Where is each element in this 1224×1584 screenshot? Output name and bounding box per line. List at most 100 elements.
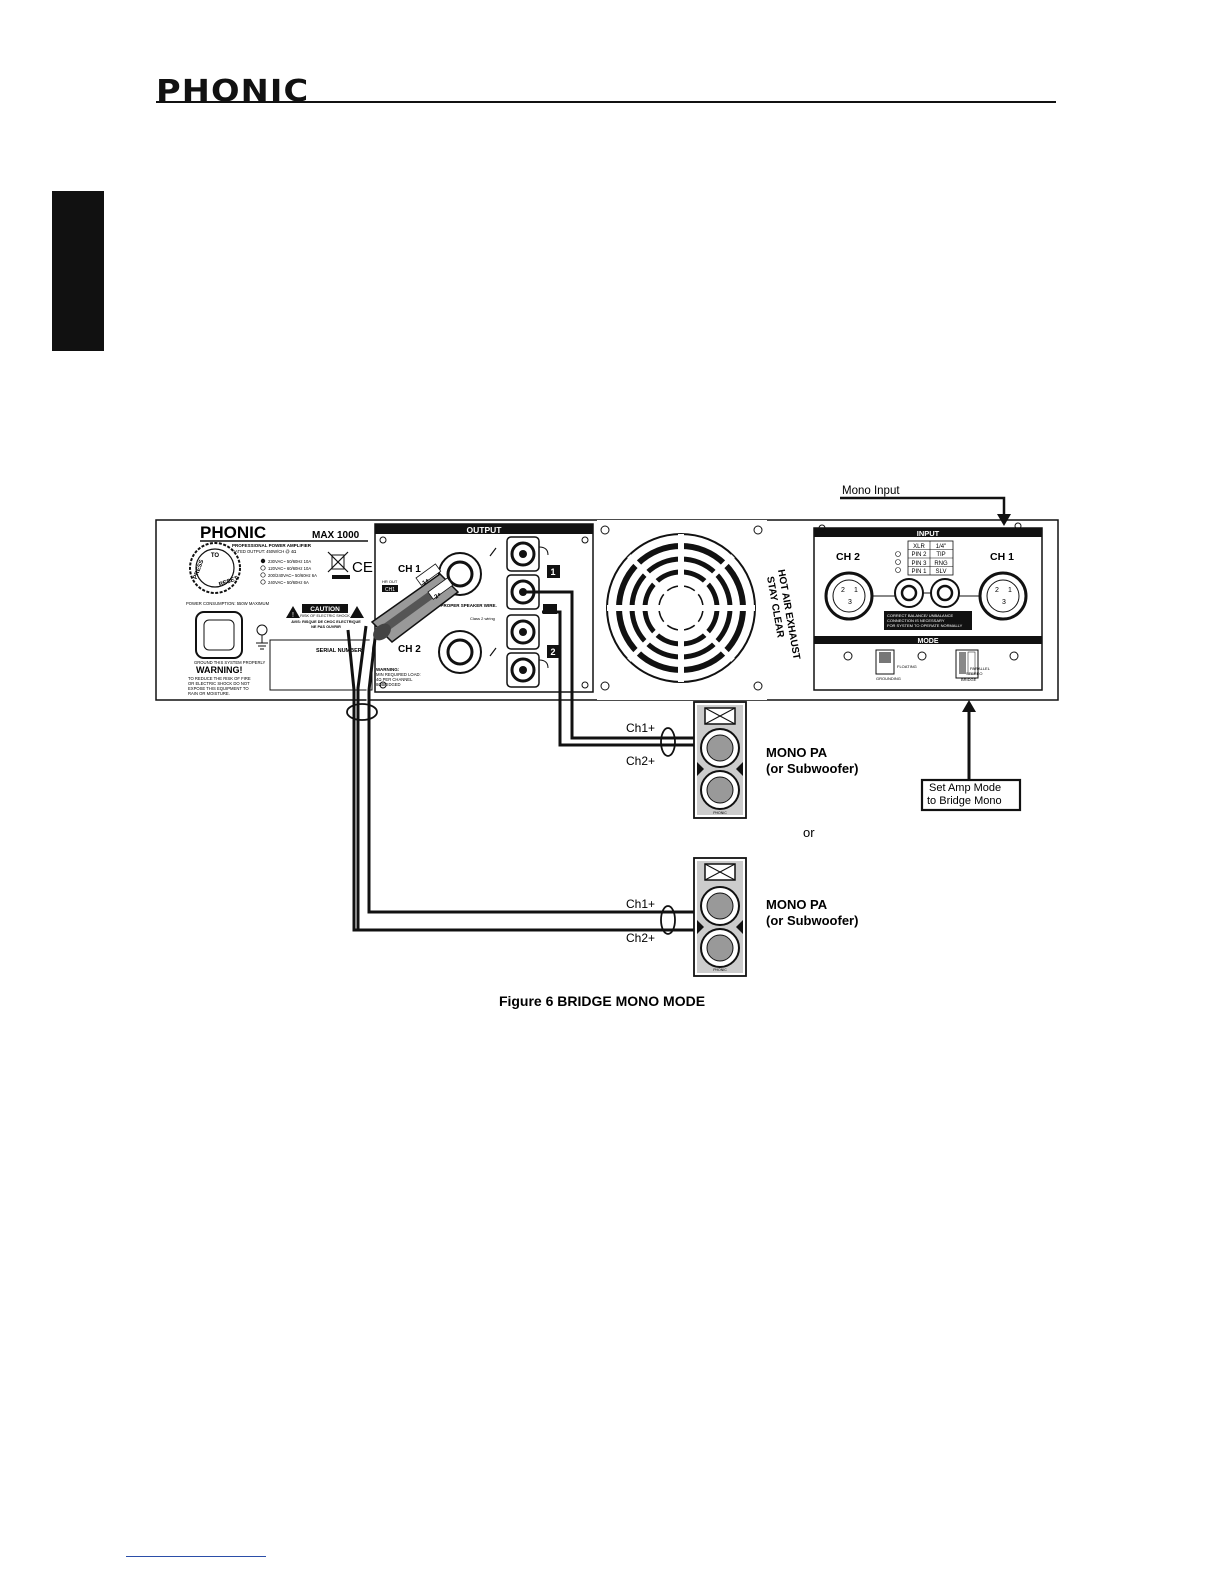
amp-mode-switch[interactable] (955, 649, 979, 679)
svg-text:!: ! (292, 612, 294, 619)
input-ch1-label: CH 1 (990, 551, 1014, 563)
voltage-item: 240VAC~ 50/60Hz 6A (268, 580, 309, 585)
pin-table-cell: XLR (913, 544, 925, 550)
xlr-pin-label: 2 (995, 587, 999, 594)
post-group-1-label: 1 (550, 567, 555, 577)
mono-input-arrow (840, 496, 1006, 520)
ground-note: GROUND THIS SYSTEM PROPERLY (194, 660, 265, 665)
mode-stereo-label: STEREO (966, 671, 982, 676)
speakon-bridge-cable (346, 625, 696, 935)
binding-post-cable (523, 590, 696, 757)
trs-input-ch1[interactable] (930, 578, 960, 608)
input-header: INPUT (917, 529, 940, 538)
pin-wiring-table: XLR 1/4" PIN 2 TIP PIN 3 RNG PIN 1 SLV (895, 540, 954, 576)
caution-sub2: AVIS: RISQUE DE CHOC ELECTRIQUE (291, 620, 361, 624)
mono-pa-speaker-top: PHONIC (693, 701, 747, 819)
voltage-item: 120VAC~ 60/60Hz 10A (268, 566, 311, 571)
speakon-plug: 1+ 2+ (370, 563, 460, 643)
pin-table-cell: PIN 3 (911, 561, 927, 567)
footer-link-rule (126, 1556, 266, 1557)
header-rule (156, 101, 1056, 103)
xlr-pin-label: 2 (841, 587, 845, 594)
caution-title: CAUTION (310, 606, 340, 613)
ground-lift-switch[interactable] (875, 649, 895, 675)
caution-label: ! CAUTION RISK OF ELECTRIC SHOCK AVIS: R… (286, 604, 364, 629)
header-brand-logo: PHONIC (156, 74, 310, 109)
cable-bundle-ring (346, 703, 378, 721)
mode-parallel-label: PARALLEL (970, 666, 991, 671)
amplifier-rear-panel: PHONIC MAX 1000 PROFESSIONAL POWER AMPLI… (155, 519, 1059, 701)
pin-table-cell: SLV (936, 569, 947, 575)
binding-post-ch2-pos[interactable] (506, 614, 540, 650)
mode-floating-label: FLOATING (897, 664, 917, 669)
cable-bundle-ring (660, 727, 676, 757)
ground-symbol-icon (256, 624, 268, 650)
warning-text-line: OR ELECTRIC SHOCK DO NOT (188, 681, 250, 686)
output-warning-title: WARNING: (376, 667, 400, 672)
hr-out-label: HR OUT (382, 579, 398, 584)
warning-title: WARNING! (196, 665, 243, 675)
xlr-pin-label: 1 (854, 587, 858, 594)
ch2-plus-label: Ch2+ (626, 754, 655, 768)
warning-text-line: EXPOSE THIS EQUIPMENT TO (188, 686, 249, 691)
binding-post-ch1-pos[interactable] (506, 536, 540, 572)
serial-number-label: SERIAL NUMBER (316, 648, 362, 654)
warning-text-line: TO REDUCE THE RISK OF FIRE (188, 676, 251, 681)
amp-brand: PHONIC (200, 523, 266, 542)
mode-bridge-label: BRIDGE (961, 677, 977, 682)
power-inlet-socket[interactable] (195, 611, 243, 659)
balance-note-line: FOR SYSTEM TO OPERATE NORMALLY (887, 623, 963, 628)
speakon-ch2-socket[interactable] (438, 630, 482, 674)
balance-note-line: CONNECTION IS NECESSARY (887, 618, 945, 623)
input-ch2-label: CH 2 (836, 551, 860, 563)
mode-header: MODE (918, 638, 939, 645)
ch1-plus-label: Ch1+ (626, 721, 655, 735)
caution-sub1: RISK OF ELECTRIC SHOCK (300, 614, 350, 618)
amp-subtitle: PROFESSIONAL POWER AMPLIFIER (232, 543, 312, 548)
caution-sub3: NE PAS OUVRIR (311, 625, 341, 629)
speaker-badge: PHONIC (713, 811, 727, 815)
mono-pa-subtitle: (or Subwoofer) (766, 761, 858, 776)
xlr-input-ch1[interactable]: 2 1 3 (978, 571, 1028, 621)
output-ch1-label: CH 1 (398, 564, 421, 575)
mode-grounding-label: GROUNDING (876, 676, 901, 681)
plug-label-2: 2+ (434, 591, 443, 600)
voltage-item: 200/240VAC~ 50/60Hz 6A (268, 573, 317, 578)
xlr-pin-label: 1 (1008, 587, 1012, 594)
output-ch2-label: CH 2 (398, 644, 421, 655)
trs-input-ch2[interactable] (894, 578, 924, 608)
weee-bin-icon (327, 551, 350, 579)
breaker-label-top: TO (211, 553, 220, 559)
figure-caption: Figure 6 BRIDGE MONO MODE (499, 993, 705, 1009)
speaker-badge: PHONIC (713, 968, 727, 972)
set-mode-line-1: Set Amp Mode (929, 782, 1001, 794)
xlr-pin-label: 3 (848, 599, 852, 606)
mono-pa-title: MONO PA (766, 897, 828, 912)
pin-table-cell: PIN 1 (911, 569, 927, 575)
pin-table-cell: 1/4" (936, 544, 946, 550)
ch2-plus-label: Ch2+ (626, 931, 655, 945)
set-mode-line-2: to Bridge Mono (927, 795, 1002, 807)
cable-bundle-ring (660, 905, 676, 935)
cooling-fan-grille (606, 533, 756, 683)
circuit-breaker-reset-button[interactable]: TO PRESS RESET (189, 542, 241, 594)
output-warning-line: 8ΩBRIDGED (376, 682, 401, 687)
mono-pa-speaker-bottom: PHONIC (693, 857, 747, 977)
or-label: or (803, 825, 815, 840)
output-warning-line: MIN REQUIRED LOAD: (376, 672, 421, 677)
ch1-plus-label: Ch1+ (626, 897, 655, 911)
set-mode-callout-box (920, 778, 1022, 812)
pin-table-cell: PIN 2 (911, 552, 927, 558)
pin-table-cell: TIP (936, 552, 945, 558)
class2-note: Class 2 wiring (470, 616, 495, 621)
xlr-input-ch2[interactable]: 2 1 3 (824, 571, 874, 621)
plug-label-1: 1+ (422, 577, 431, 586)
mono-input-label: Mono Input (842, 485, 900, 497)
amp-model: MAX 1000 (312, 530, 360, 541)
binding-post-ch2-neg[interactable] (506, 652, 540, 688)
pin-table-cell: RNG (934, 561, 948, 567)
power-consumption: POWER CONSUMPTION: 550W MAXIMUM (186, 601, 270, 606)
speaker-wire-note: USE PROPER SPEAKER WIRE. (430, 603, 497, 608)
mono-pa-title: MONO PA (766, 745, 828, 760)
